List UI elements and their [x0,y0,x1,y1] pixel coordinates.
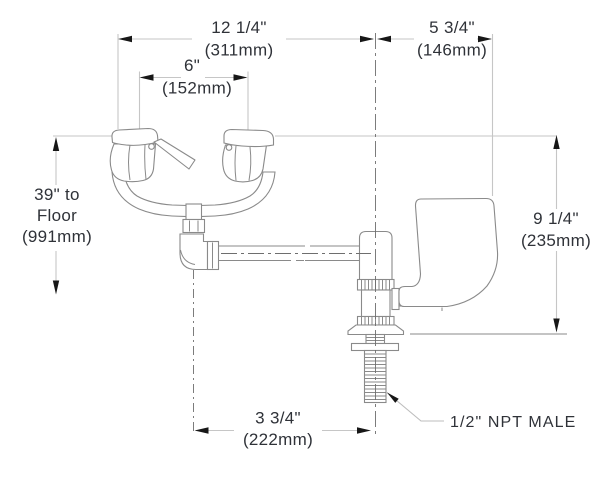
left-cover-tab [153,138,196,170]
stem [185,203,203,221]
mounting-flange [347,324,405,336]
dim-mounting-height-line3: (991mm) [22,227,92,246]
eyewash-fixture [109,127,567,404]
left-cover-hinge [148,143,155,150]
right-cover-hinge [225,144,233,151]
dim-supply-offset-inches: 3 3/4" [255,409,301,428]
handle-connector [391,287,400,311]
left-spray-head-contours [128,144,147,181]
supply-pipe [218,245,360,261]
left-spray-head [109,143,157,183]
npt-male-callout: 1/2" NPT MALE [450,414,576,431]
dim-handle-offset-inches: 5 3/4" [429,18,475,37]
dim-fixture-height-inches: 9 1/4" [533,209,579,228]
stem-coupling-facets [189,220,199,232]
npt-leader-line [386,392,444,422]
dim-head-spacing-inches: 6" [184,56,200,75]
dim-supply-offset-mm: (222mm) [243,430,313,449]
dim-fixture-height-mm: (235mm) [521,231,591,250]
right-spray-head [222,144,268,183]
dimension-labels: 12 1/4" (311mm) 5 3/4" (146mm) 6" (152mm… [22,18,591,449]
dim-mounting-height-line2: Floor [37,206,77,225]
lock-washer [350,342,400,352]
elbow-inner-arc [180,249,196,265]
extension-lines [53,34,557,196]
right-dust-cover [223,128,275,148]
centerlines [193,33,376,437]
dim-total-width-inches: 12 1/4" [211,18,266,37]
dim-head-spacing-mm: (152mm) [162,79,232,98]
dim-handle-offset-mm: (146mm) [417,41,487,60]
stem-coupling [182,218,206,234]
dim-mounting-height-line1: 39" to [34,185,80,204]
arrowheads [52,35,560,434]
right-spray-head-contours [234,145,252,181]
dim-total-width-mm: (311mm) [205,41,274,60]
wave-handle [398,197,499,308]
left-dust-cover [111,127,159,146]
valve-knurl-lower-lines [361,317,390,325]
